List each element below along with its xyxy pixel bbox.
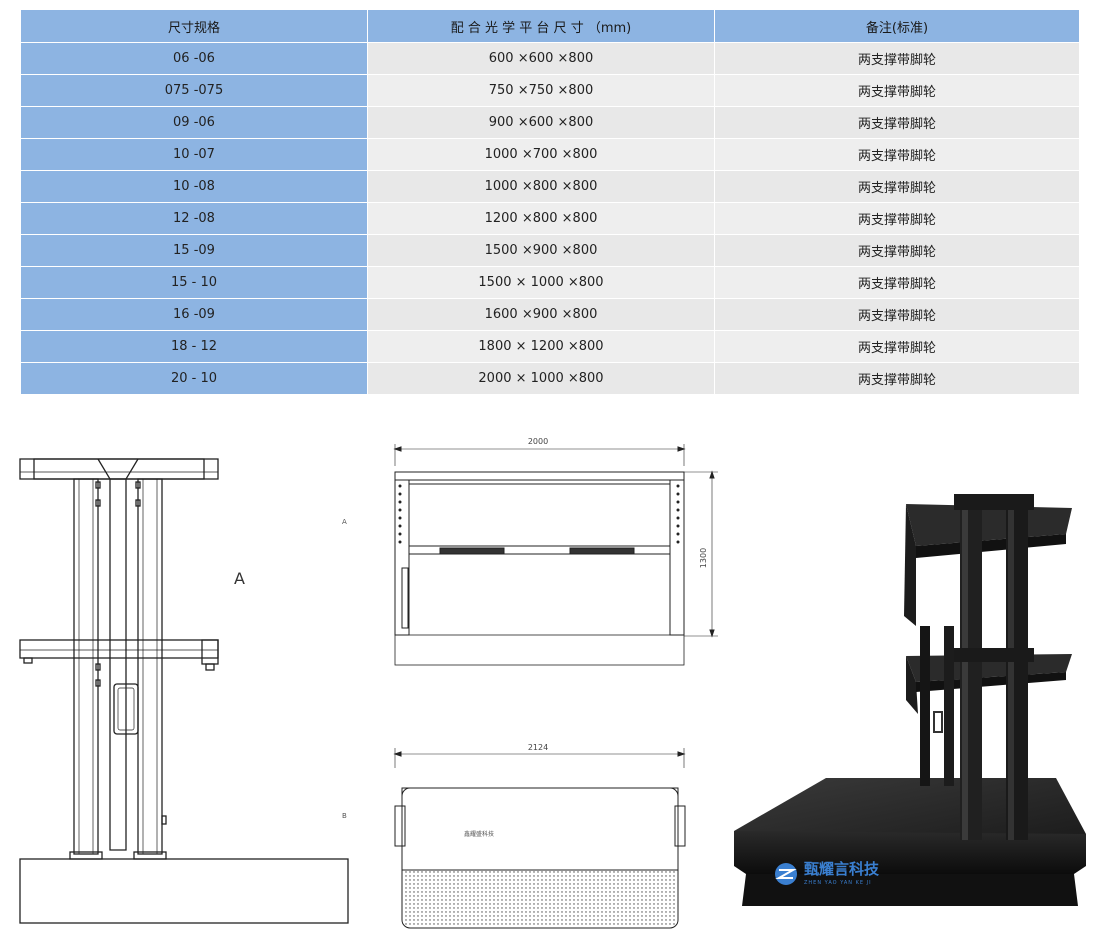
table-header-row: 尺寸规格 配 合 光 学 平 台 尺 寸 （mm) 备注(标准) [20,9,1080,43]
cell-spec: 15 - 10 [20,266,368,299]
side-small-a: A [342,518,347,526]
cell-spec: 06 -06 [20,42,368,75]
cell-size: 1600 ×900 ×800 [367,298,715,331]
side-view-drawing: A A B [19,458,349,924]
cell-spec: 10 -07 [20,138,368,171]
cell-remark: 两支撑带脚轮 [714,138,1080,171]
cell-size: 2000 × 1000 ×800 [367,362,715,395]
product-render: 甄耀言科技 ZHEN YAO YAN KE JI [734,494,1086,906]
cell-remark: 两支撑带脚轮 [714,170,1080,203]
cell-size: 1500 ×900 ×800 [367,234,715,267]
cell-remark: 两支撑带脚轮 [714,330,1080,363]
cell-spec: 15 -09 [20,234,368,267]
front-view-drawing: 2000 1300 [393,437,718,666]
cell-size: 750 ×750 ×800 [367,74,715,107]
cell-spec: 18 - 12 [20,330,368,363]
header-platform-size: 配 合 光 学 平 台 尺 寸 （mm) [367,9,715,43]
cell-spec: 12 -08 [20,202,368,235]
cell-remark: 两支撑带脚轮 [714,298,1080,331]
cell-size: 1200 ×800 ×800 [367,202,715,235]
cell-remark: 两支撑带脚轮 [714,362,1080,395]
cell-size: 1500 × 1000 ×800 [367,266,715,299]
cell-size: 900 ×600 ×800 [367,106,715,139]
cell-size: 1000 ×700 ×800 [367,138,715,171]
cell-remark: 两支撑带脚轮 [714,234,1080,267]
header-size-spec: 尺寸规格 [20,9,368,43]
cell-size: 1000 ×800 ×800 [367,170,715,203]
top-width-dim: 2124 [528,743,548,752]
side-label-a: A [234,569,245,588]
front-height-dim: 1300 [699,548,708,568]
brand-pinyin: ZHEN YAO YAN KE JI [804,880,872,886]
cell-remark: 两支撑带脚轮 [714,74,1080,107]
side-small-b: B [342,812,347,820]
cell-remark: 两支撑带脚轮 [714,42,1080,75]
cell-size: 600 ×600 ×800 [367,42,715,75]
cell-remark: 两支撑带脚轮 [714,106,1080,139]
cell-spec: 09 -06 [20,106,368,139]
cell-size: 1800 × 1200 ×800 [367,330,715,363]
cell-spec: 20 - 10 [20,362,368,395]
cell-spec: 10 -08 [20,170,368,203]
front-width-dim: 2000 [528,437,548,446]
brand-name: 甄耀言科技 [804,860,880,878]
header-remark: 备注(标准) [714,9,1080,43]
cell-remark: 两支撑带脚轮 [714,202,1080,235]
cell-spec: 075 -075 [20,74,368,107]
cell-remark: 两支撑带脚轮 [714,266,1080,299]
cell-spec: 16 -09 [20,298,368,331]
top-view-drawing: 2124 鑫耀盛科技 [393,743,686,929]
top-note: 鑫耀盛科技 [464,830,494,838]
